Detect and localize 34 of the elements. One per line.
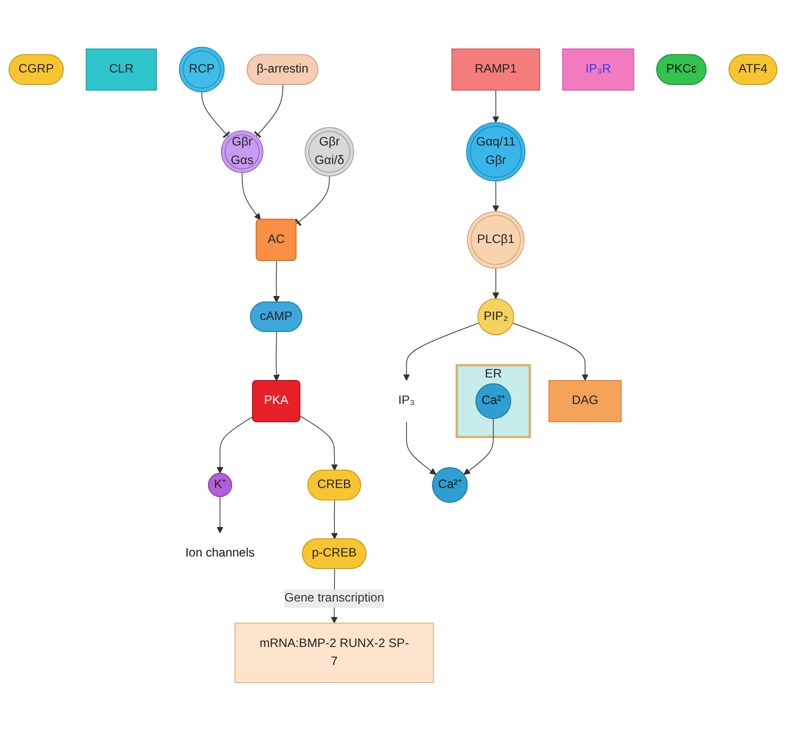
node-circle [475,383,512,420]
arrow [492,180,500,212]
arrow [512,322,588,381]
cluster [456,364,532,438]
node-circle [220,130,264,174]
arrow [273,260,280,303]
arrow [300,416,338,471]
connector [253,84,284,138]
node-box [234,622,434,684]
node-circle [208,473,232,498]
node-box [562,48,634,91]
node-text: Ion channels [185,546,255,560]
arrow [331,500,338,540]
connector [294,176,330,227]
node-circle [304,127,354,177]
arrow [216,416,254,474]
arrow [492,90,500,123]
node-box [548,380,622,422]
arrow [464,418,494,475]
node-circle [467,211,525,269]
arrow [242,172,261,220]
connector [201,92,230,139]
node-circle [477,298,514,336]
node-circle [466,122,526,182]
arrow [273,332,280,382]
arrow [216,496,224,534]
node-box [451,48,540,91]
node-circle [178,46,225,92]
arrow [492,268,500,300]
arrow [406,421,436,475]
arrow [403,322,480,381]
node-circle [432,467,468,503]
node-box [86,48,157,91]
node-text: IP₃ [398,394,415,408]
